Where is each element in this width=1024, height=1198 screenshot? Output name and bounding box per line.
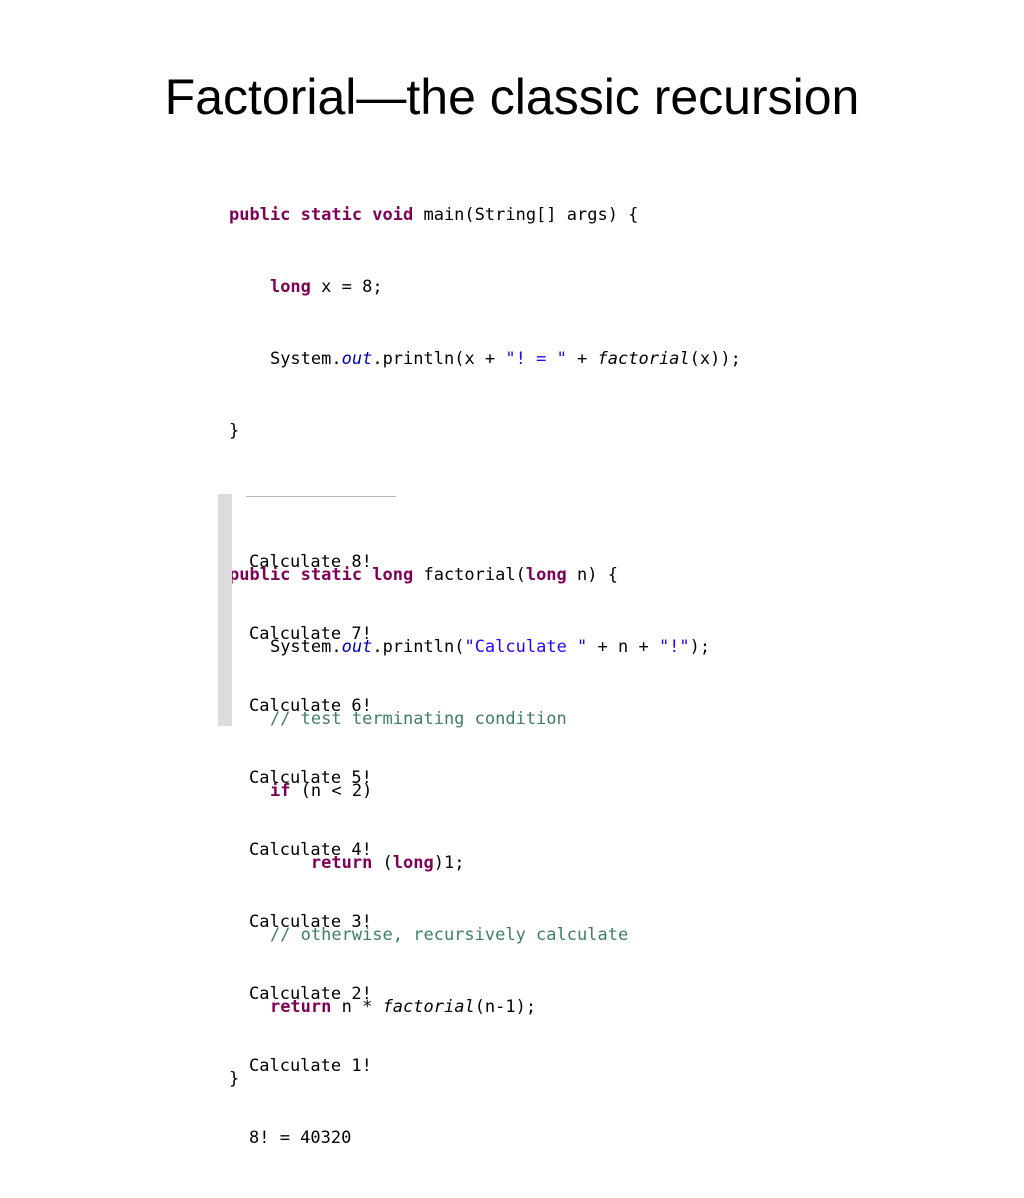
code-keyword: long — [269, 277, 311, 297]
code-method-call: factorial — [382, 997, 475, 1017]
code-method-call: factorial — [597, 349, 690, 369]
console-line: 8! = 40320 — [249, 1128, 352, 1148]
code-string: "!" — [658, 637, 690, 657]
code-field: out — [341, 349, 373, 369]
code-line-main-signature: public static void main(String[] args) { — [229, 203, 829, 227]
code-keyword: long — [392, 853, 434, 873]
console-line: Calculate 8! — [249, 552, 372, 572]
code-text: + — [566, 349, 598, 369]
console-line: Calculate 2! — [249, 984, 372, 1004]
console-line: Calculate 6! — [249, 696, 372, 716]
code-text: ); — [689, 637, 711, 657]
code-line-close-main: } — [229, 419, 829, 443]
code-keyword: public static long — [229, 565, 414, 585]
code-line-print-result: System.out.println(x + "! = " + factoria… — [229, 347, 829, 371]
code-text: )1; — [433, 853, 465, 873]
code-field: out — [341, 637, 373, 657]
console-line: Calculate 7! — [249, 624, 372, 644]
code-indent — [229, 277, 270, 297]
code-text: main(String[] args) { — [413, 205, 639, 225]
code-line-print-calculate: System.out.println("Calculate " + n + "!… — [229, 635, 829, 659]
code-indent — [229, 349, 270, 369]
code-text: .println(x + — [372, 349, 506, 369]
slide-title: Factorial—the classic recursion — [164, 69, 860, 125]
console-line: Calculate 4! — [249, 840, 372, 860]
code-text: x = 8; — [310, 277, 383, 297]
code-text: .println( — [372, 637, 465, 657]
code-line-comment-terminating: // test terminating condition — [229, 707, 829, 731]
console-divider — [246, 496, 396, 497]
console-line: Calculate 5! — [249, 768, 372, 788]
console-lines: Calculate 8! Calculate 7! Calculate 6! C… — [249, 502, 372, 1198]
code-comment: // test terminating condition — [269, 709, 567, 729]
code-text: ( — [372, 853, 393, 873]
code-text: (x)); — [689, 349, 741, 369]
code-keyword: long — [525, 565, 567, 585]
code-line-declare-x: long x = 8; — [229, 275, 829, 299]
code-text: n) { — [566, 565, 618, 585]
code-text: System. — [269, 637, 342, 657]
console-line: Calculate 3! — [249, 912, 372, 932]
code-text: (n-1); — [474, 997, 537, 1017]
code-string: "Calculate " — [464, 637, 588, 657]
console-line: Calculate 1! — [249, 1056, 372, 1076]
code-text: factorial( — [413, 565, 526, 585]
console-gutter — [218, 494, 232, 726]
code-text: } — [229, 421, 240, 441]
console-output-panel: Calculate 8! Calculate 7! Calculate 6! C… — [218, 494, 398, 1148]
code-line-factorial-signature: public static long factorial(long n) { — [229, 563, 829, 587]
code-text: } — [229, 1069, 240, 1089]
code-string: "! = " — [505, 349, 567, 369]
code-keyword: public static void — [229, 205, 414, 225]
code-text: + n + — [587, 637, 659, 657]
code-text: System. — [269, 349, 342, 369]
